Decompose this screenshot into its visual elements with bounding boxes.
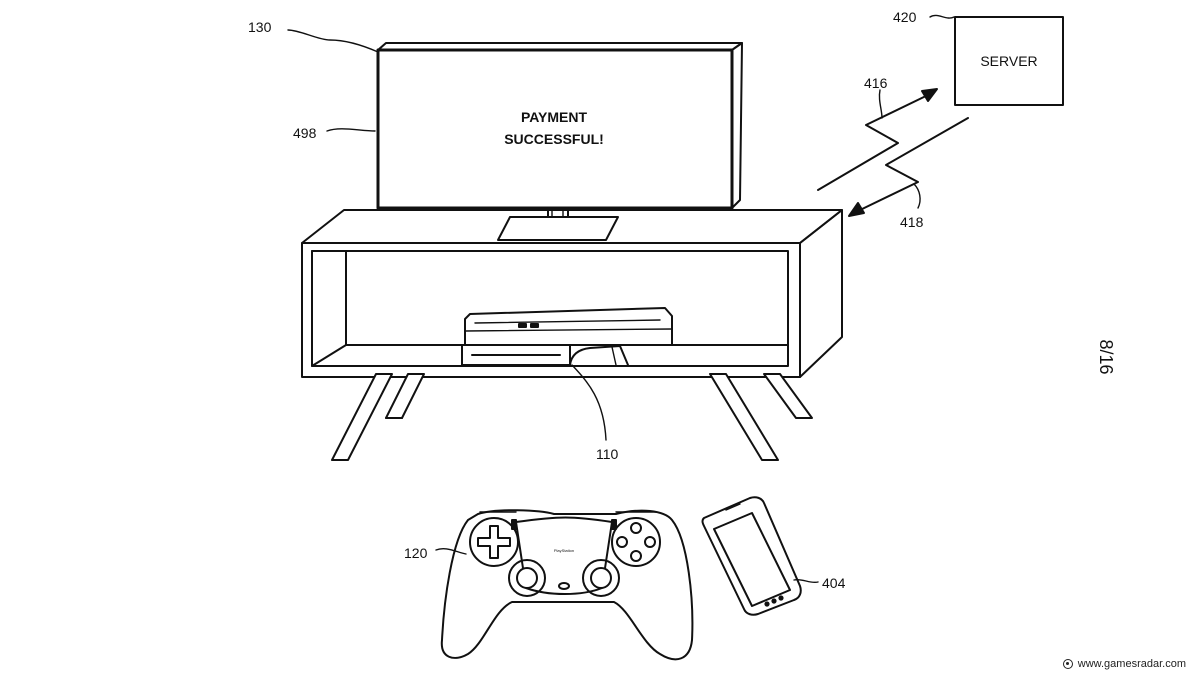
ref-label-110: 110 xyxy=(596,446,619,462)
screen-message-line-2: SUCCESSFUL! xyxy=(504,131,604,147)
controller-touchpad xyxy=(515,516,613,595)
ref-label-416: 416 xyxy=(864,75,888,91)
ref-label-498: 498 xyxy=(293,125,317,141)
leader-416 xyxy=(878,89,883,119)
cabinet-side xyxy=(799,209,843,378)
server-box: SERVER xyxy=(954,16,1064,106)
server-label: SERVER xyxy=(980,53,1037,69)
ref-label-130: 130 xyxy=(248,19,272,35)
cabinet-leg-front-left xyxy=(331,373,393,461)
console-body xyxy=(464,307,673,346)
uplink-signal-416 xyxy=(817,88,938,191)
screen-message-line-1: PAYMENT xyxy=(521,109,588,125)
cabinet-inner-back xyxy=(311,250,347,367)
leader-404 xyxy=(793,578,819,584)
cabinet-leg-back-left xyxy=(385,373,425,419)
console-button xyxy=(518,323,527,328)
right-stick-ring xyxy=(582,559,620,597)
tv-cabinet xyxy=(301,209,843,461)
tv-stand-base xyxy=(497,216,619,241)
game-controller: PlayStation xyxy=(440,509,694,661)
server-rect xyxy=(954,16,1064,106)
leader-420 xyxy=(929,14,955,19)
leader-120 xyxy=(435,547,467,555)
create-button xyxy=(511,519,517,530)
left-stick xyxy=(516,567,538,589)
leader-110 xyxy=(571,364,607,441)
downlink-signal-418 xyxy=(848,117,969,217)
ref-label-404: 404 xyxy=(822,575,846,591)
leader-498 xyxy=(326,128,376,132)
controller-brand-text: PlayStation xyxy=(554,548,574,553)
circle-button-icon xyxy=(644,536,656,548)
phone-body xyxy=(701,496,802,616)
ref-label-120: 120 xyxy=(404,545,428,561)
game-console xyxy=(461,307,673,366)
console-button xyxy=(530,323,539,328)
ref-label-420: 420 xyxy=(893,9,917,25)
controller-face-buttons-ring xyxy=(611,517,661,567)
cabinet-front xyxy=(301,242,801,378)
options-button xyxy=(611,519,617,530)
ps-button xyxy=(558,582,570,590)
cross-button-icon xyxy=(630,550,642,562)
phone-screen xyxy=(713,512,791,607)
dpad-icon xyxy=(477,525,511,559)
watermark: www.gamesradar.com xyxy=(1056,655,1192,672)
sheet-number: 8/16 xyxy=(1096,339,1116,374)
triangle-button-icon xyxy=(630,522,642,534)
leader-lines xyxy=(287,14,955,584)
left-stick-ring xyxy=(508,559,546,597)
cabinet-leg-back-right xyxy=(763,373,813,419)
gamesradar-logo-icon xyxy=(1062,658,1073,669)
leader-418 xyxy=(913,183,921,209)
controller-dpad-ring xyxy=(469,517,519,567)
smartphone xyxy=(701,496,802,616)
leader-130 xyxy=(287,29,379,53)
tv-screen xyxy=(376,48,734,210)
cabinet-leg-front-right xyxy=(709,373,779,461)
right-stick xyxy=(590,567,612,589)
phone-speaker xyxy=(725,503,741,511)
square-button-icon xyxy=(616,536,628,548)
ref-label-418: 418 xyxy=(900,214,924,230)
television: PAYMENT SUCCESSFUL! xyxy=(376,42,743,241)
console-stand xyxy=(569,345,629,366)
watermark-text: www.gamesradar.com xyxy=(1077,657,1186,670)
